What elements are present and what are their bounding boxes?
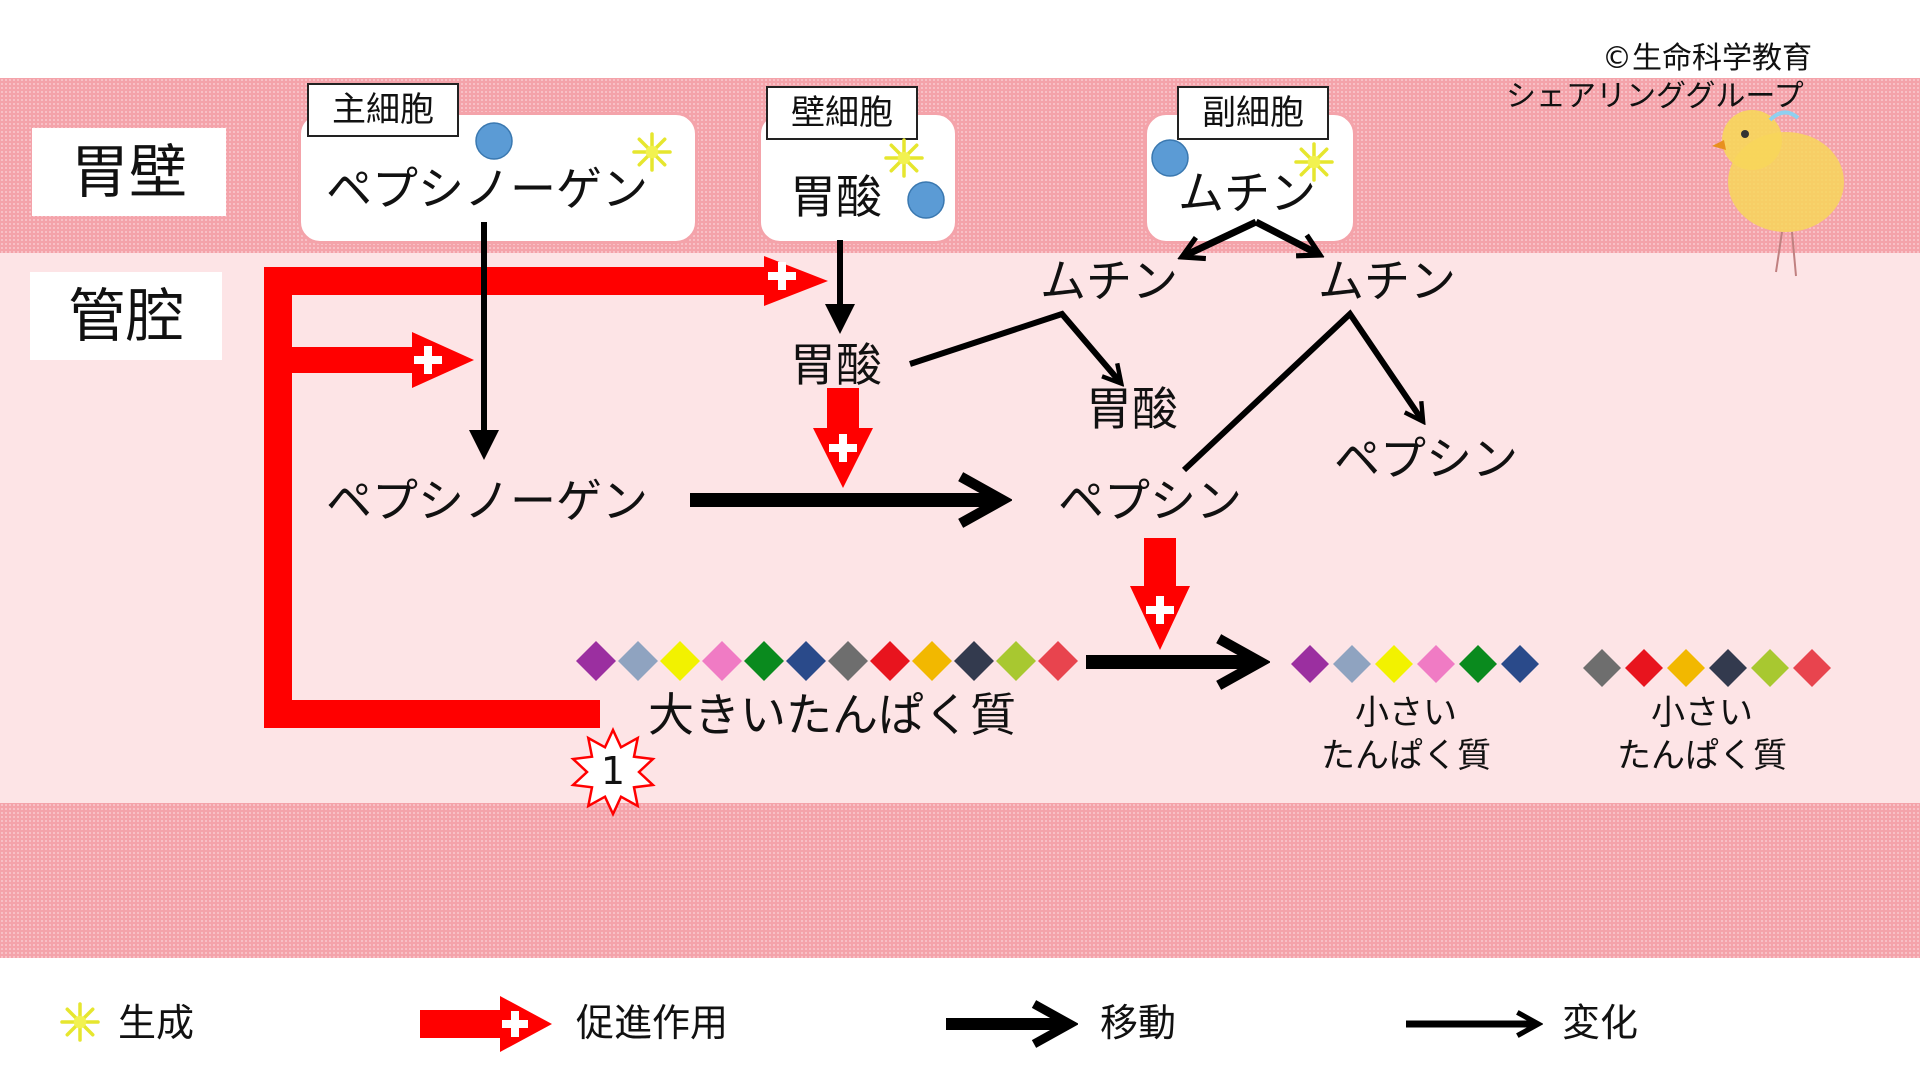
badge-number: 1 bbox=[600, 749, 626, 793]
blue-dot-parietal bbox=[907, 181, 945, 219]
small-protein-1-diamond-6 bbox=[1501, 645, 1539, 683]
spark-icon-chief bbox=[632, 132, 672, 172]
large-protein-diamond-11 bbox=[996, 641, 1036, 681]
large-protein-chain bbox=[576, 641, 1078, 681]
legend-movement-label: 移動 bbox=[1100, 1001, 1177, 1045]
small-protein-2-diamond-1 bbox=[1583, 649, 1621, 687]
pepsin-label-right: ペプシン bbox=[1334, 432, 1518, 486]
accessory-cell-product: ムチン bbox=[1178, 166, 1316, 220]
small-protein-2-diamond-5 bbox=[1751, 649, 1789, 687]
copyright-line-1: ©生命科学教育 bbox=[1602, 41, 1812, 76]
spark-icon-parietal bbox=[884, 138, 924, 178]
mucin-label-left: ムチン bbox=[1040, 254, 1178, 308]
large-protein-diamond-10 bbox=[954, 641, 994, 681]
change-arrow-mucin-right bbox=[1254, 218, 1318, 254]
large-protein-diamond-12 bbox=[1038, 641, 1078, 681]
chief-cell-product: ペプシノーゲン bbox=[326, 162, 648, 216]
small-protein-label-2: 小さい たんぱく質 bbox=[1612, 692, 1792, 777]
copyright-line-2: シェアリンググループ bbox=[1506, 79, 1804, 114]
region-label-wall: 胃壁 bbox=[32, 128, 226, 216]
blue-dot-accessory bbox=[1151, 139, 1189, 177]
parietal-cell-product: 胃酸 bbox=[790, 170, 882, 224]
change-arrow-acid bbox=[909, 310, 1120, 382]
small-protein-1-diamond-4 bbox=[1417, 645, 1455, 683]
small-protein-2-diamond-3 bbox=[1667, 649, 1705, 687]
large-protein-diamond-3 bbox=[660, 641, 700, 681]
gastric-acid-label-mid: 胃酸 bbox=[790, 338, 882, 392]
region-label-lumen: 管腔 bbox=[30, 272, 222, 360]
large-protein-label: 大きいたんぱく質 bbox=[648, 688, 1016, 742]
legend-promotion-label: 促進作用 bbox=[576, 1001, 729, 1045]
small-protein-1-diamond-2 bbox=[1333, 645, 1371, 683]
promotion-feedback-line bbox=[264, 267, 778, 728]
spark-icon-accessory bbox=[1294, 142, 1334, 182]
small-protein-2-line-1: 小さい bbox=[1651, 693, 1753, 733]
small-protein-2-diamond-2 bbox=[1625, 649, 1663, 687]
pepsinogen-label: ペプシノーゲン bbox=[326, 474, 648, 528]
large-protein-diamond-8 bbox=[870, 641, 910, 681]
accessory-cell-name: 副細胞 bbox=[1177, 86, 1329, 140]
change-arrow-mucin-left bbox=[1184, 218, 1258, 256]
small-protein-1-diamond-1 bbox=[1291, 645, 1329, 683]
small-protein-2-diamond-4 bbox=[1709, 649, 1747, 687]
promote-arrow-to-parietal bbox=[764, 256, 828, 306]
legend-generation-label: 生成 bbox=[118, 1001, 195, 1045]
parietal-cell-name: 壁細胞 bbox=[766, 86, 918, 140]
legend-change-label: 変化 bbox=[1562, 1001, 1639, 1045]
small-protein-1-diamond-5 bbox=[1459, 645, 1497, 683]
chief-cell-name: 主細胞 bbox=[307, 83, 459, 137]
small-protein-chain-2 bbox=[1583, 649, 1831, 687]
large-protein-diamond-1 bbox=[576, 641, 616, 681]
promote-arrow-acid-to-pepsin bbox=[813, 388, 873, 488]
small-protein-2-diamond-6 bbox=[1793, 649, 1831, 687]
large-protein-diamond-7 bbox=[828, 641, 868, 681]
large-protein-diamond-4 bbox=[702, 641, 742, 681]
small-protein-1-line-2: たんぱく質 bbox=[1321, 735, 1491, 776]
blue-dot-chief bbox=[475, 122, 513, 160]
legend-promote-arrow-icon bbox=[420, 996, 552, 1052]
stomach-wall-band-bottom bbox=[0, 803, 1920, 958]
change-arrow-pepsin bbox=[1181, 309, 1422, 473]
promote-arrow-to-pepsinogen-flow bbox=[412, 332, 474, 388]
promote-arrow-pepsin-to-protein bbox=[1130, 538, 1190, 650]
small-protein-chain-1 bbox=[1291, 645, 1539, 683]
gastric-acid-label-right: 胃酸 bbox=[1086, 382, 1178, 436]
small-protein-1-diamond-3 bbox=[1375, 645, 1413, 683]
large-protein-diamond-5 bbox=[744, 641, 784, 681]
mucin-label-right: ムチン bbox=[1318, 254, 1456, 308]
large-protein-diamond-2 bbox=[618, 641, 658, 681]
badge-star-icon bbox=[570, 727, 656, 817]
large-protein-diamond-9 bbox=[912, 641, 952, 681]
pepsin-label-main: ペプシン bbox=[1058, 474, 1242, 528]
small-protein-2-line-2: たんぱく質 bbox=[1617, 735, 1787, 776]
legend-spark-icon bbox=[60, 1002, 100, 1042]
small-protein-label-1: 小さい たんぱく質 bbox=[1316, 692, 1496, 777]
large-protein-diamond-6 bbox=[786, 641, 826, 681]
small-protein-1-line-1: 小さい bbox=[1355, 693, 1457, 733]
